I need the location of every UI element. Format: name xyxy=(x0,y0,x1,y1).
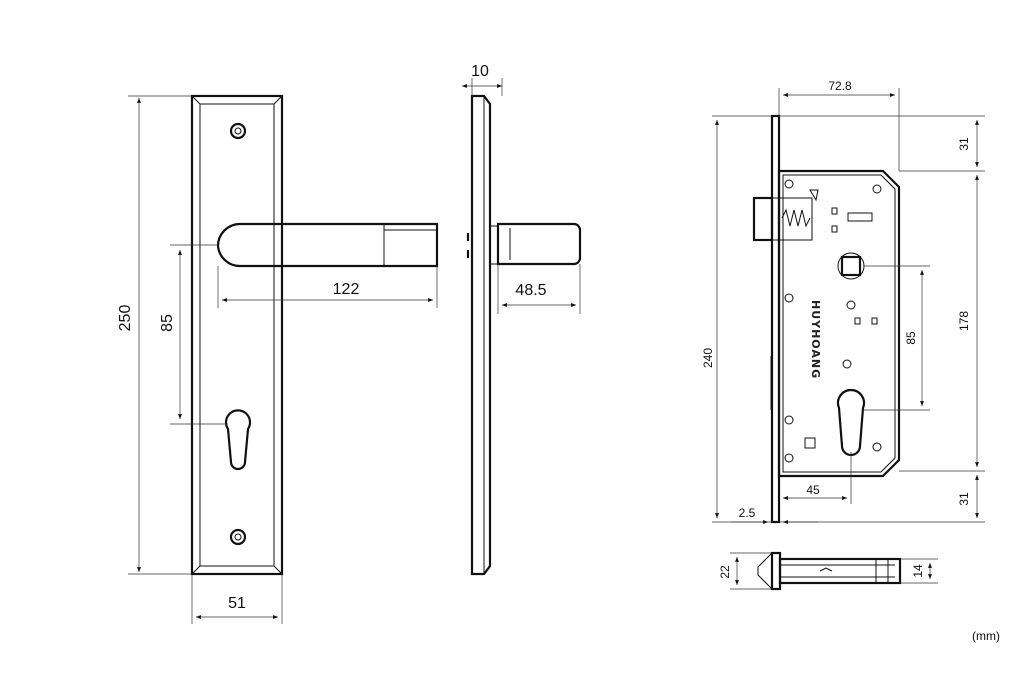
dim-backset-45: 45 xyxy=(806,483,820,497)
side-plate-outline xyxy=(470,94,492,576)
front-view: 250 85 122 51 xyxy=(117,94,439,624)
dim-projection-48-5: 48.5 xyxy=(515,282,546,299)
dim-latch-14: 14 xyxy=(911,564,925,578)
side-view: 10 48.5 xyxy=(462,63,582,576)
latch-body xyxy=(778,557,902,585)
follower-square xyxy=(840,255,862,277)
keyhole-icon xyxy=(224,409,252,471)
dim-plate-thickness-10: 10 xyxy=(471,63,489,80)
cylinder-hole-icon xyxy=(836,388,866,457)
dim-body-height-178: 178 xyxy=(957,311,971,331)
lock-case-outline xyxy=(777,169,901,478)
screw-bottom-icon xyxy=(229,528,247,546)
dim-width-51: 51 xyxy=(228,595,246,612)
dim-height-240: 240 xyxy=(701,348,715,368)
dim-handle-length-122: 122 xyxy=(333,281,360,298)
dim-centre-85: 85 xyxy=(904,331,918,345)
dim-handle-keyhole-85: 85 xyxy=(159,314,176,332)
spring-icon xyxy=(781,208,811,228)
dim-width-72-8: 72.8 xyxy=(828,79,852,93)
latch-bolt xyxy=(752,196,774,242)
side-handle xyxy=(496,222,582,266)
units-note: (mm) xyxy=(972,629,1000,643)
dim-bottom-margin-31: 31 xyxy=(957,492,971,506)
dim-height-250: 250 xyxy=(117,305,134,332)
backplate-bevel xyxy=(199,103,275,567)
dim-top-margin-31: 31 xyxy=(957,137,971,151)
dim-latch-22: 22 xyxy=(718,565,732,579)
screw-top-icon xyxy=(229,122,247,140)
dim-faceplate-2-5: 2.5 xyxy=(739,506,756,520)
brand-label: HUYHOANG xyxy=(809,300,822,379)
lock-body-view: HUYHOANG 72.8 240 31 178 31 85 45 xyxy=(701,79,985,524)
latch-faceplate xyxy=(770,551,782,591)
lever-handle xyxy=(216,222,439,268)
latch-view: 22 14 xyxy=(718,551,938,591)
backplate-outline xyxy=(190,94,284,576)
